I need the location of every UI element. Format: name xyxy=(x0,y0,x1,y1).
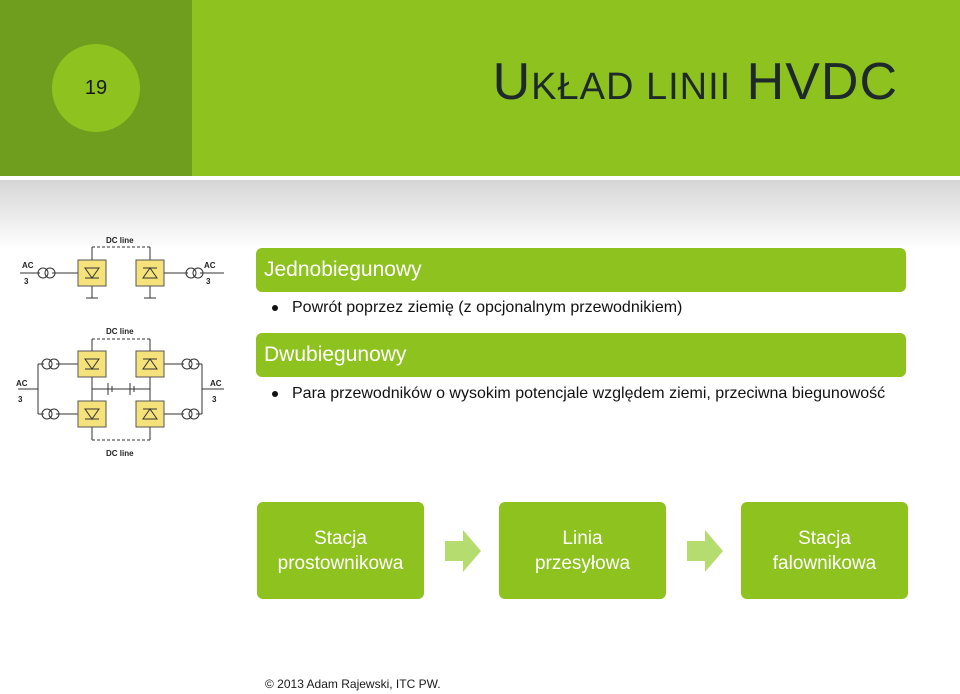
footer-copyright: © 2013 Adam Rajewski, ITC PW. xyxy=(265,677,441,691)
bipolar-inverter-upper xyxy=(135,350,165,378)
bipolar-ac-right-label: AC xyxy=(210,379,222,388)
flow-box-rectifier-station: Stacja prostownikowa xyxy=(257,502,424,599)
bullet-dot xyxy=(272,391,278,397)
bipolar-inverter-lower xyxy=(135,400,165,428)
title-smallcaps: KŁAD LINII xyxy=(531,66,732,108)
flow-arrow-right-icon xyxy=(687,530,723,572)
slide-number: 19 xyxy=(52,44,140,132)
flow-box-line1: Linia xyxy=(562,527,603,549)
title-rest: HVDC xyxy=(731,53,898,111)
top-dc-label: DC line xyxy=(106,236,134,245)
bipolar-dc-top-label: DC line xyxy=(106,327,134,336)
bipolar-ac-left-label: AC xyxy=(16,379,28,388)
flow-box-inverter-station: Stacja falownikowa xyxy=(741,502,908,599)
top-ac-right-label: AC xyxy=(204,261,216,270)
top-inverter-block xyxy=(135,259,165,287)
top-ac-left-label: AC xyxy=(22,261,34,270)
flow-box-transmission-line: Linia przesyłowa xyxy=(499,502,666,599)
flow-box-line2: falownikowa xyxy=(772,552,877,574)
section-heading-monopolar: Jednobiegunowy xyxy=(256,248,906,292)
bullet-monopolar: Powrót poprzez ziemię (z opcjonalnym prz… xyxy=(272,298,892,317)
bullet-monopolar-text: Powrót poprzez ziemię (z opcjonalnym prz… xyxy=(292,299,683,316)
slide-title: UKŁAD LINII HVDC xyxy=(493,52,898,112)
flow-box-line2: przesyłowa xyxy=(534,552,631,574)
bipolar-dc-bottom-label: DC line xyxy=(106,449,134,458)
title-cap: U xyxy=(492,53,532,111)
section-heading-bipolar: Dwubiegunowy xyxy=(256,333,906,377)
gray-gradient-band xyxy=(0,180,960,250)
flow-arrow-right-icon xyxy=(445,530,481,572)
top-ac-left-num: 3 xyxy=(24,277,29,286)
header-divider xyxy=(0,176,960,180)
flow-box-line1: Stacja xyxy=(798,527,851,549)
top-ac-right-num: 3 xyxy=(206,277,211,286)
bipolar-ac-left-num: 3 xyxy=(18,395,23,404)
bipolar-rectifier-upper xyxy=(77,350,107,378)
bipolar-rectifier-lower xyxy=(77,400,107,428)
bullet-bipolar-text: Para przewodników o wysokim potencjale w… xyxy=(292,385,886,402)
hvdc-schematic-diagram: DC line AC 3 AC 3 DC line DC line AC 3 A… xyxy=(16,236,224,458)
bullet-dot xyxy=(272,305,278,311)
flow-box-line2: prostownikowa xyxy=(277,552,404,574)
header-right-panel xyxy=(192,0,960,176)
bipolar-ac-right-num: 3 xyxy=(212,395,217,404)
flow-box-line1: Stacja xyxy=(314,527,367,549)
bullet-bipolar: Para przewodników o wysokim potencjale w… xyxy=(272,384,892,403)
top-rectifier-block xyxy=(77,259,107,287)
